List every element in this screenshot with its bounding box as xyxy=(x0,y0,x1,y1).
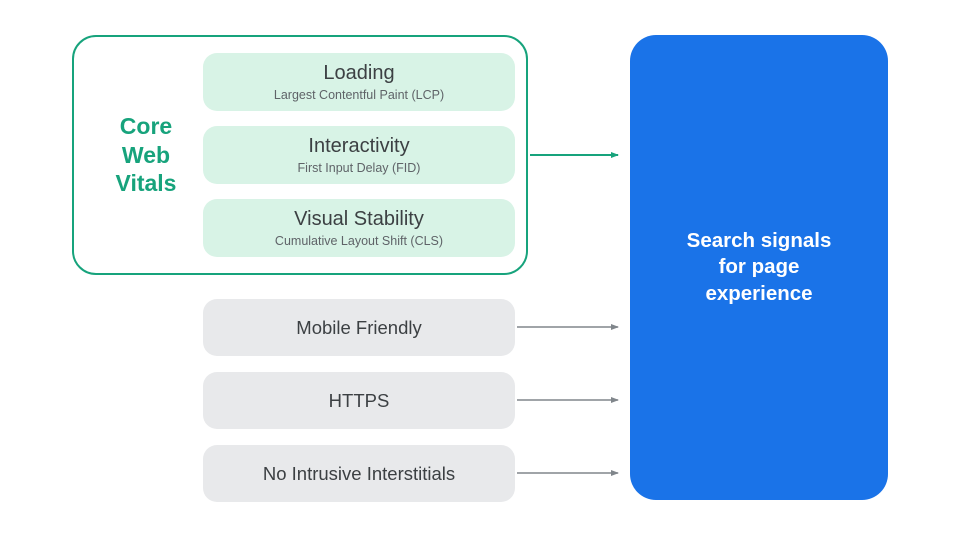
cwv-item-loading: Loading Largest Contentful Paint (LCP) xyxy=(203,53,515,111)
signal-no-intrusive-interstitials-label: No Intrusive Interstitials xyxy=(262,462,456,484)
cwv-item-loading-subtitle: Largest Contentful Paint (LCP) xyxy=(273,88,445,102)
core-web-vitals-group: Core Web Vitals Loading Largest Contentf… xyxy=(72,35,528,275)
core-web-vitals-items: Loading Largest Contentful Paint (LCP) I… xyxy=(203,53,515,257)
signal-mobile-friendly: Mobile Friendly xyxy=(203,299,515,356)
core-web-vitals-label: Core Web Vitals xyxy=(92,37,200,273)
signal-mobile-friendly-label: Mobile Friendly xyxy=(296,316,422,338)
signal-https-label: HTTPS xyxy=(328,389,390,411)
cwv-item-interactivity-subtitle: First Input Delay (FID) xyxy=(297,161,421,175)
cwv-item-visual-stability: Visual Stability Cumulative Layout Shift… xyxy=(203,199,515,257)
signal-no-intrusive-interstitials: No Intrusive Interstitials xyxy=(203,445,515,502)
search-signals-box: Search signals for page experience xyxy=(630,35,888,500)
cwv-item-interactivity-title: Interactivity xyxy=(308,135,410,157)
cwv-item-interactivity: Interactivity First Input Delay (FID) xyxy=(203,126,515,184)
cwv-item-visual-stability-title: Visual Stability xyxy=(294,208,424,230)
cwv-item-visual-stability-subtitle: Cumulative Layout Shift (CLS) xyxy=(274,234,444,248)
signal-https: HTTPS xyxy=(203,372,515,429)
core-web-vitals-label-text: Core Web Vitals xyxy=(115,112,177,197)
cwv-item-loading-title: Loading xyxy=(323,62,395,84)
search-signals-label: Search signals for page experience xyxy=(686,228,832,305)
